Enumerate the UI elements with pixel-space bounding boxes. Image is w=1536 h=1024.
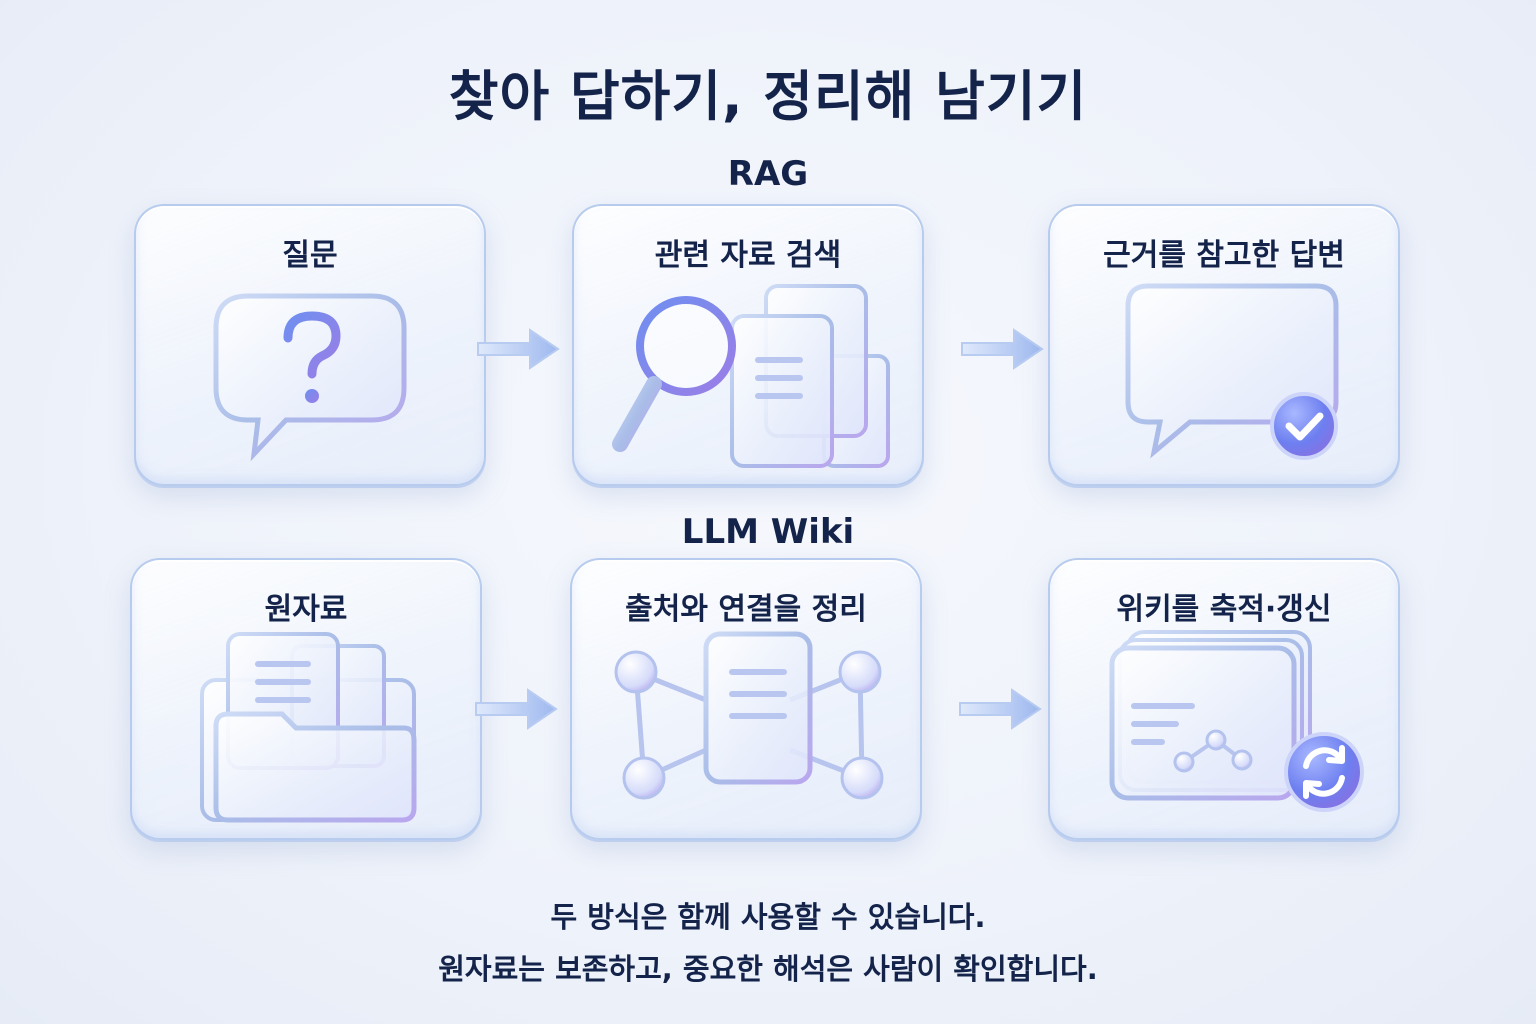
wiki-step-raw-label: 원자료: [264, 592, 348, 627]
rag-step-search-card: 관련 자료 검색: [572, 204, 924, 486]
rag-arrow-2-icon: [961, 328, 1044, 370]
wiki-arrow-1-icon: [475, 688, 558, 730]
rag-step-search-label: 관련 자료 검색: [654, 238, 842, 273]
footer-line-1: 두 방식은 함께 사용할 수 있습니다.: [550, 900, 986, 934]
rag-arrow-1-icon: [477, 328, 560, 370]
rag-step-question-label: 질문: [282, 238, 338, 273]
document-network-icon: [614, 631, 884, 800]
magnifier-documents-icon: [612, 284, 890, 468]
wiki-pages-refresh-icon: [1109, 630, 1364, 812]
answer-bubble-check-icon: [1125, 283, 1339, 460]
wiki-section-label: LLM Wiki: [681, 512, 855, 552]
wiki-arrow-2-icon: [959, 688, 1042, 730]
wiki-step-accumulate-label: 위키를 축적·갱신: [1116, 592, 1332, 627]
rag-section-label: RAG: [727, 154, 809, 194]
wiki-step-organize-card: 출처와 연결을 정리: [570, 558, 922, 840]
page-title: 찾아 답하기, 정리해 남기기: [448, 65, 1088, 128]
folder-documents-icon: [200, 632, 417, 823]
rag-step-question-card: 질문: [134, 204, 486, 486]
question-bubble-icon: [213, 293, 407, 462]
footer-line-2: 원자료는 보존하고, 중요한 해석은 사람이 확인합니다.: [438, 952, 1098, 986]
rag-step-answer-label: 근거를 참고한 답변: [1103, 238, 1345, 273]
wiki-step-raw-card: 원자료: [130, 558, 482, 840]
wiki-step-organize-label: 출처와 연결을 정리: [625, 592, 867, 627]
wiki-step-accumulate-card: 위키를 축적·갱신: [1048, 558, 1400, 840]
rag-step-answer-card: 근거를 참고한 답변: [1048, 204, 1400, 486]
